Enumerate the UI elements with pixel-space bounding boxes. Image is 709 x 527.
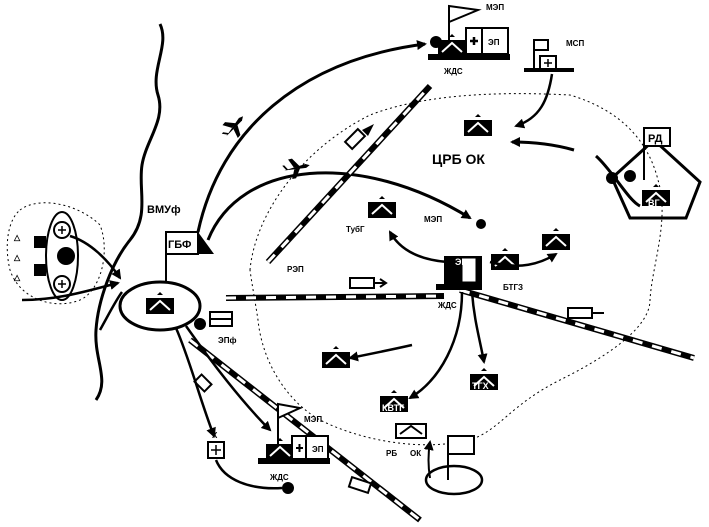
vmuf-tent-icon xyxy=(145,291,175,315)
crb-ok-label: ЦРБ ОК xyxy=(432,151,485,167)
zhds-top-label: ЖДС xyxy=(443,67,463,76)
zhds-mid-label: ЖДС xyxy=(437,301,457,310)
aircraft-icon-1 xyxy=(217,109,251,144)
tubg-tent-icon xyxy=(367,195,397,219)
rb-ok-symbol xyxy=(395,423,427,439)
front-unit-symbols: △ △ △ xyxy=(13,211,79,301)
msp-label: МСП xyxy=(566,39,584,48)
ep-bottom-label: ЭП xyxy=(312,445,324,454)
vmuf-hospital-ellipse xyxy=(118,280,202,332)
tgkh-label: ТГХ xyxy=(472,381,489,391)
vg-label: ВГ xyxy=(648,198,660,208)
rd-label: РД xyxy=(648,133,663,145)
lower-tent-icon xyxy=(321,345,351,369)
svg-text:△: △ xyxy=(13,253,21,262)
area-boundary xyxy=(249,93,663,446)
mep-mid-label: МЭП xyxy=(424,215,442,224)
btgz-label: БТГЗ xyxy=(503,283,523,292)
front-unit-area xyxy=(6,202,105,305)
gbf-label: ГБФ xyxy=(168,239,191,251)
svg-text:△: △ xyxy=(13,233,21,242)
mep-bottom-label: МЭП xyxy=(304,415,322,424)
front-line xyxy=(94,23,165,401)
top-station-group xyxy=(428,4,510,60)
crb-tent-icon xyxy=(463,113,493,137)
ok-label: ОК xyxy=(410,449,421,458)
ep-top-label: ЭП xyxy=(488,38,500,47)
helipad-ellipse xyxy=(424,464,484,496)
gbf-flag xyxy=(165,231,214,283)
rb-label: РБ xyxy=(386,449,397,458)
epf-label: ЭПф xyxy=(218,336,236,345)
kvtg-label: КВТГ xyxy=(382,403,404,413)
vmuf-label: ВМУф xyxy=(147,204,181,216)
bottom-station-group xyxy=(258,402,330,464)
train-symbols xyxy=(193,124,604,495)
rep-label: РЭП xyxy=(287,265,304,274)
central-station xyxy=(436,227,571,290)
rd-area xyxy=(606,127,702,220)
zhds-bottom-label: ЖДС xyxy=(269,473,289,482)
mep-top-label: МЭП xyxy=(486,3,504,12)
railway-diagonal-upper xyxy=(265,83,433,265)
svg-text:△: △ xyxy=(13,273,21,282)
ep-mid-label: ЭП xyxy=(455,257,468,267)
msp-symbol xyxy=(524,39,574,72)
air-evac-route-mid xyxy=(206,171,472,241)
tubg-label: ТубГ xyxy=(346,225,365,234)
air-evac-route-upper xyxy=(196,40,427,233)
epf-symbol xyxy=(194,311,233,330)
